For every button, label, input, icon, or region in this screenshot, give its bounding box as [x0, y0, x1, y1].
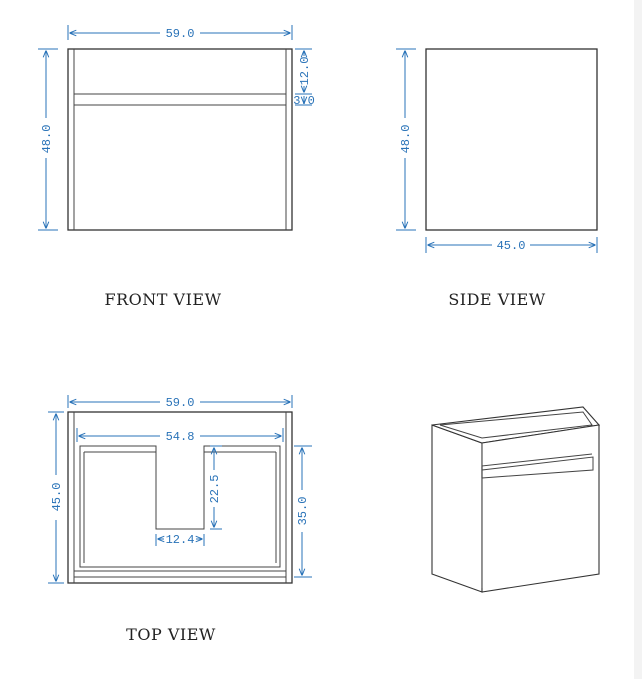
top-inner-width-dimension: 54.8	[76, 428, 284, 444]
front-width-dimension: 59.0	[67, 25, 293, 41]
iso-front-face	[481, 424, 600, 593]
top-inner-depth-dimension: 35.0	[294, 445, 312, 578]
iso-left-side	[431, 424, 483, 593]
front-rail-label: 3.0	[293, 94, 315, 108]
side-view	[425, 48, 598, 231]
top-notch-width-label: 12.4	[166, 533, 195, 547]
top-inner-depth-label: 35.0	[296, 497, 310, 526]
top-notch-depth-dimension: 22.5	[208, 445, 222, 530]
front-height-dimension: 48.0	[38, 48, 58, 231]
front-view-title: FRONT VIEW	[104, 290, 221, 309]
top-view	[67, 411, 293, 584]
front-rail-dimension: 3.0	[293, 94, 315, 108]
top-width-label: 59.0	[166, 396, 195, 410]
top-width-dimension: 59.0	[67, 395, 293, 410]
front-width-label: 59.0	[166, 27, 195, 41]
top-depth-dimension: 45.0	[48, 411, 64, 584]
top-depth-label: 45.0	[50, 483, 64, 512]
iso-drawer-top-edge	[481, 456, 594, 479]
top-drawer-with-notch	[79, 445, 281, 568]
top-outline	[67, 411, 293, 584]
side-view-title: SIDE VIEW	[448, 290, 545, 309]
side-depth-label: 45.0	[497, 239, 526, 253]
top-notch-width-dimension: 12.4	[155, 533, 205, 547]
front-top-gap-dimension: 12.0	[295, 48, 312, 95]
front-outline	[67, 48, 293, 231]
side-height-dimension: 48.0	[396, 48, 416, 231]
top-view-title: TOP VIEW	[126, 625, 216, 644]
side-height-label: 48.0	[399, 125, 413, 154]
side-depth-dimension: 45.0	[425, 237, 598, 253]
isometric-view	[431, 406, 601, 593]
page-edge-band	[634, 0, 642, 679]
iso-rail-line	[481, 443, 593, 467]
front-view	[67, 48, 293, 231]
top-notch-depth-label: 22.5	[208, 475, 222, 504]
front-top-gap-label: 12.0	[298, 57, 312, 86]
side-outline	[425, 48, 598, 231]
top-inner-width-label: 54.8	[166, 430, 195, 444]
front-height-label: 48.0	[40, 125, 54, 154]
iso-top-opening	[439, 411, 593, 439]
